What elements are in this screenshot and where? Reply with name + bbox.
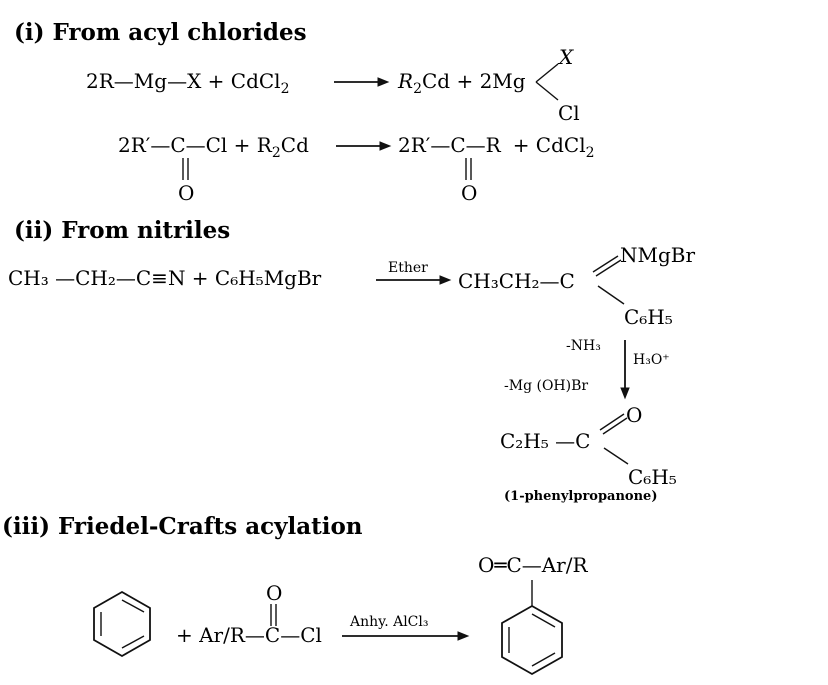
- h3o-reagent: H₃O⁺: [633, 352, 670, 368]
- product-acyl-group: O═C—Ar/R: [478, 553, 588, 577]
- catalyst-label: Anhy. AlCl₃: [349, 614, 428, 630]
- product-name: (1-phenylpropanone): [504, 489, 657, 504]
- fc-oxygen: O: [266, 581, 282, 605]
- nitrile-reaction: CH₃ —CH₂—C≡N + C₆H₅MgBr Ether CH₃CH₂—C N…: [8, 243, 695, 504]
- svg-text:R2Cd + 2Mg: R2Cd + 2Mg: [397, 69, 526, 97]
- imine-bond-a: [592, 255, 619, 273]
- minus-nh3: -NH₃: [566, 338, 601, 354]
- equation-1: 2R—Mg—X + CdCl2 R2Cd + 2Mg X Cl: [86, 45, 580, 125]
- phenyl-bond-1: [597, 285, 625, 305]
- nitrile-reactant: CH₃ —CH₂—C≡N + C₆H₅MgBr: [8, 266, 322, 290]
- eq1-bond-up: [535, 63, 559, 83]
- acyl-chloride-reagent: + Ar/R—C—Cl: [176, 623, 322, 647]
- fc-arrowhead: [457, 631, 470, 641]
- section-title-nitriles: (ii) From nitriles: [14, 217, 230, 244]
- section-title-acyl-chlorides: (i) From acyl chlorides: [14, 19, 307, 46]
- eq1-product1-rest: Cd + 2Mg: [422, 69, 526, 93]
- imine-bond-b: [595, 259, 622, 277]
- intermediate-c6h5: C₆H₅: [624, 305, 673, 329]
- phenyl-bond-2: [603, 447, 629, 465]
- eq2-arrowhead: [379, 141, 392, 151]
- eq2-r-prefix: 2R′—C—Cl + R: [118, 133, 273, 157]
- equation-2: 2R′—C—Cl + R2Cd O 2R′—C—R+ CdCl2 O: [118, 133, 595, 205]
- product-double-3: [531, 652, 556, 667]
- eq1-cl: Cl: [558, 101, 580, 125]
- product-oxygen: O: [626, 403, 642, 427]
- carbonyl-bond-b: [602, 417, 628, 435]
- svg-text:2R—Mg—X + CdCl2: 2R—Mg—X + CdCl2: [86, 69, 290, 97]
- eq1-arrowhead: [377, 77, 390, 87]
- benzene-double-2: [121, 599, 145, 613]
- eq1-bond-down: [535, 81, 559, 101]
- carbonyl-bond-a: [599, 413, 625, 431]
- minus-mgohbr: -Mg (OH)Br: [504, 378, 588, 394]
- nitrile-reagent-ether: Ether: [388, 260, 428, 276]
- eq2-r-sub: 2: [272, 145, 281, 161]
- eq2-r-suffix: Cd: [281, 133, 309, 157]
- svg-text:2R′—C—R+ CdCl2: 2R′—C—R + CdCl2: [398, 133, 595, 161]
- eq1-product1-sub: 2: [413, 81, 422, 97]
- intermediate-text: CH₃CH₂—C: [458, 269, 575, 293]
- product-text: C₂H₅ —C: [500, 429, 590, 453]
- eq2-p-sub: 2: [586, 145, 595, 161]
- hydrolysis-arrowhead: [620, 387, 630, 400]
- eq2-oxygen-1: O: [178, 181, 194, 205]
- friedel-crafts-reaction: + Ar/R—C—Cl O Anhy. AlCl₃ O═C—Ar/R: [93, 553, 588, 676]
- eq1-reactant: 2R—Mg—X + CdCl: [86, 69, 281, 93]
- product-double-2: [531, 613, 556, 628]
- eq1-product1: R: [397, 69, 413, 93]
- eq2-p-prefix: 2R′—C—R: [398, 133, 502, 157]
- product-c6h5: C₆H₅: [628, 465, 677, 489]
- eq2-oxygen-2: O: [461, 181, 477, 205]
- eq1-x: X: [557, 45, 574, 69]
- nitrile-arrowhead: [439, 275, 452, 285]
- eq1-reactant-sub: 2: [281, 81, 290, 97]
- svg-text:2R′—C—Cl + R2Cd: 2R′—C—Cl + R2Cd: [118, 133, 309, 161]
- benzene-ring-reactant: [93, 590, 151, 658]
- eq2-p-suffix: + CdCl: [513, 133, 586, 157]
- benzene-double-3: [121, 635, 145, 649]
- benzene-ring-product: [501, 604, 563, 676]
- section-title-friedel-crafts: (iii) Friedel-Crafts acylation: [2, 513, 363, 540]
- nmgbr: NMgBr: [620, 243, 695, 267]
